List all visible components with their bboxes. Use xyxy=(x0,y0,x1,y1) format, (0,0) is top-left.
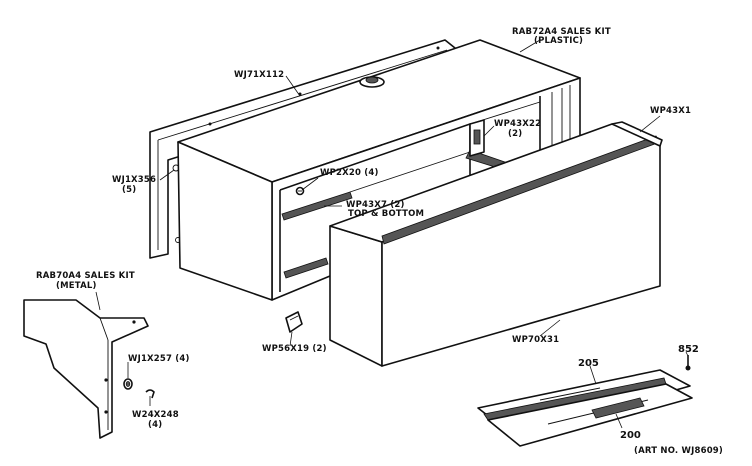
label-wj1x356: WJ1X356 xyxy=(112,175,156,185)
handle-icon xyxy=(359,76,385,88)
bottom-rail xyxy=(283,257,329,279)
screw-icon xyxy=(685,355,691,371)
label-plastic-kit: RAB72A4 SALES KIT xyxy=(512,27,611,37)
label-w24x248: W24X248 xyxy=(132,410,179,420)
label-metal-kit-note: (METAL) xyxy=(56,281,97,291)
label-w24x248-qty: (4) xyxy=(148,420,162,430)
label-wp43x7: WP43X7 (2) xyxy=(346,200,405,210)
label-wp43x1: WP43X1 xyxy=(650,106,691,116)
clip-icon xyxy=(123,378,133,390)
label-wp43x22-qty: (2) xyxy=(508,129,522,139)
label-wj1x356-qty: (5) xyxy=(122,185,136,195)
label-wp56x19: WP56X19 (2) xyxy=(262,344,327,354)
tray-assembly xyxy=(477,369,693,447)
screw-icon xyxy=(295,186,305,196)
label-part-852: 852 xyxy=(678,344,699,355)
side-bracket xyxy=(469,119,485,157)
leader-lines xyxy=(95,39,689,429)
callout-labels: RAB72A4 SALES KIT (PLASTIC) WJ71X112 WJ1… xyxy=(36,27,723,456)
front-panel xyxy=(329,121,663,367)
label-metal-kit: RAB70A4 SALES KIT xyxy=(36,271,135,281)
label-wp43x22: WP43X22 xyxy=(494,119,541,129)
label-wp70x31: WP70X31 xyxy=(512,335,559,345)
label-art-number: (ART NO. WJ8609) xyxy=(634,446,723,456)
label-wp2x20: WP2X20 (4) xyxy=(320,168,379,178)
label-wj1x257: WJ1X257 (4) xyxy=(128,354,190,364)
label-part-200: 200 xyxy=(620,430,641,441)
label-part-205: 205 xyxy=(578,358,599,369)
label-plastic-kit-note: (PLASTIC) xyxy=(534,36,583,46)
screw-icon xyxy=(145,389,155,399)
label-wj71x112: WJ71X112 xyxy=(234,70,284,80)
small-bracket xyxy=(285,311,303,333)
metal-side-panel xyxy=(23,299,149,439)
label-wp43x7-note: TOP & BOTTOM xyxy=(348,209,424,219)
